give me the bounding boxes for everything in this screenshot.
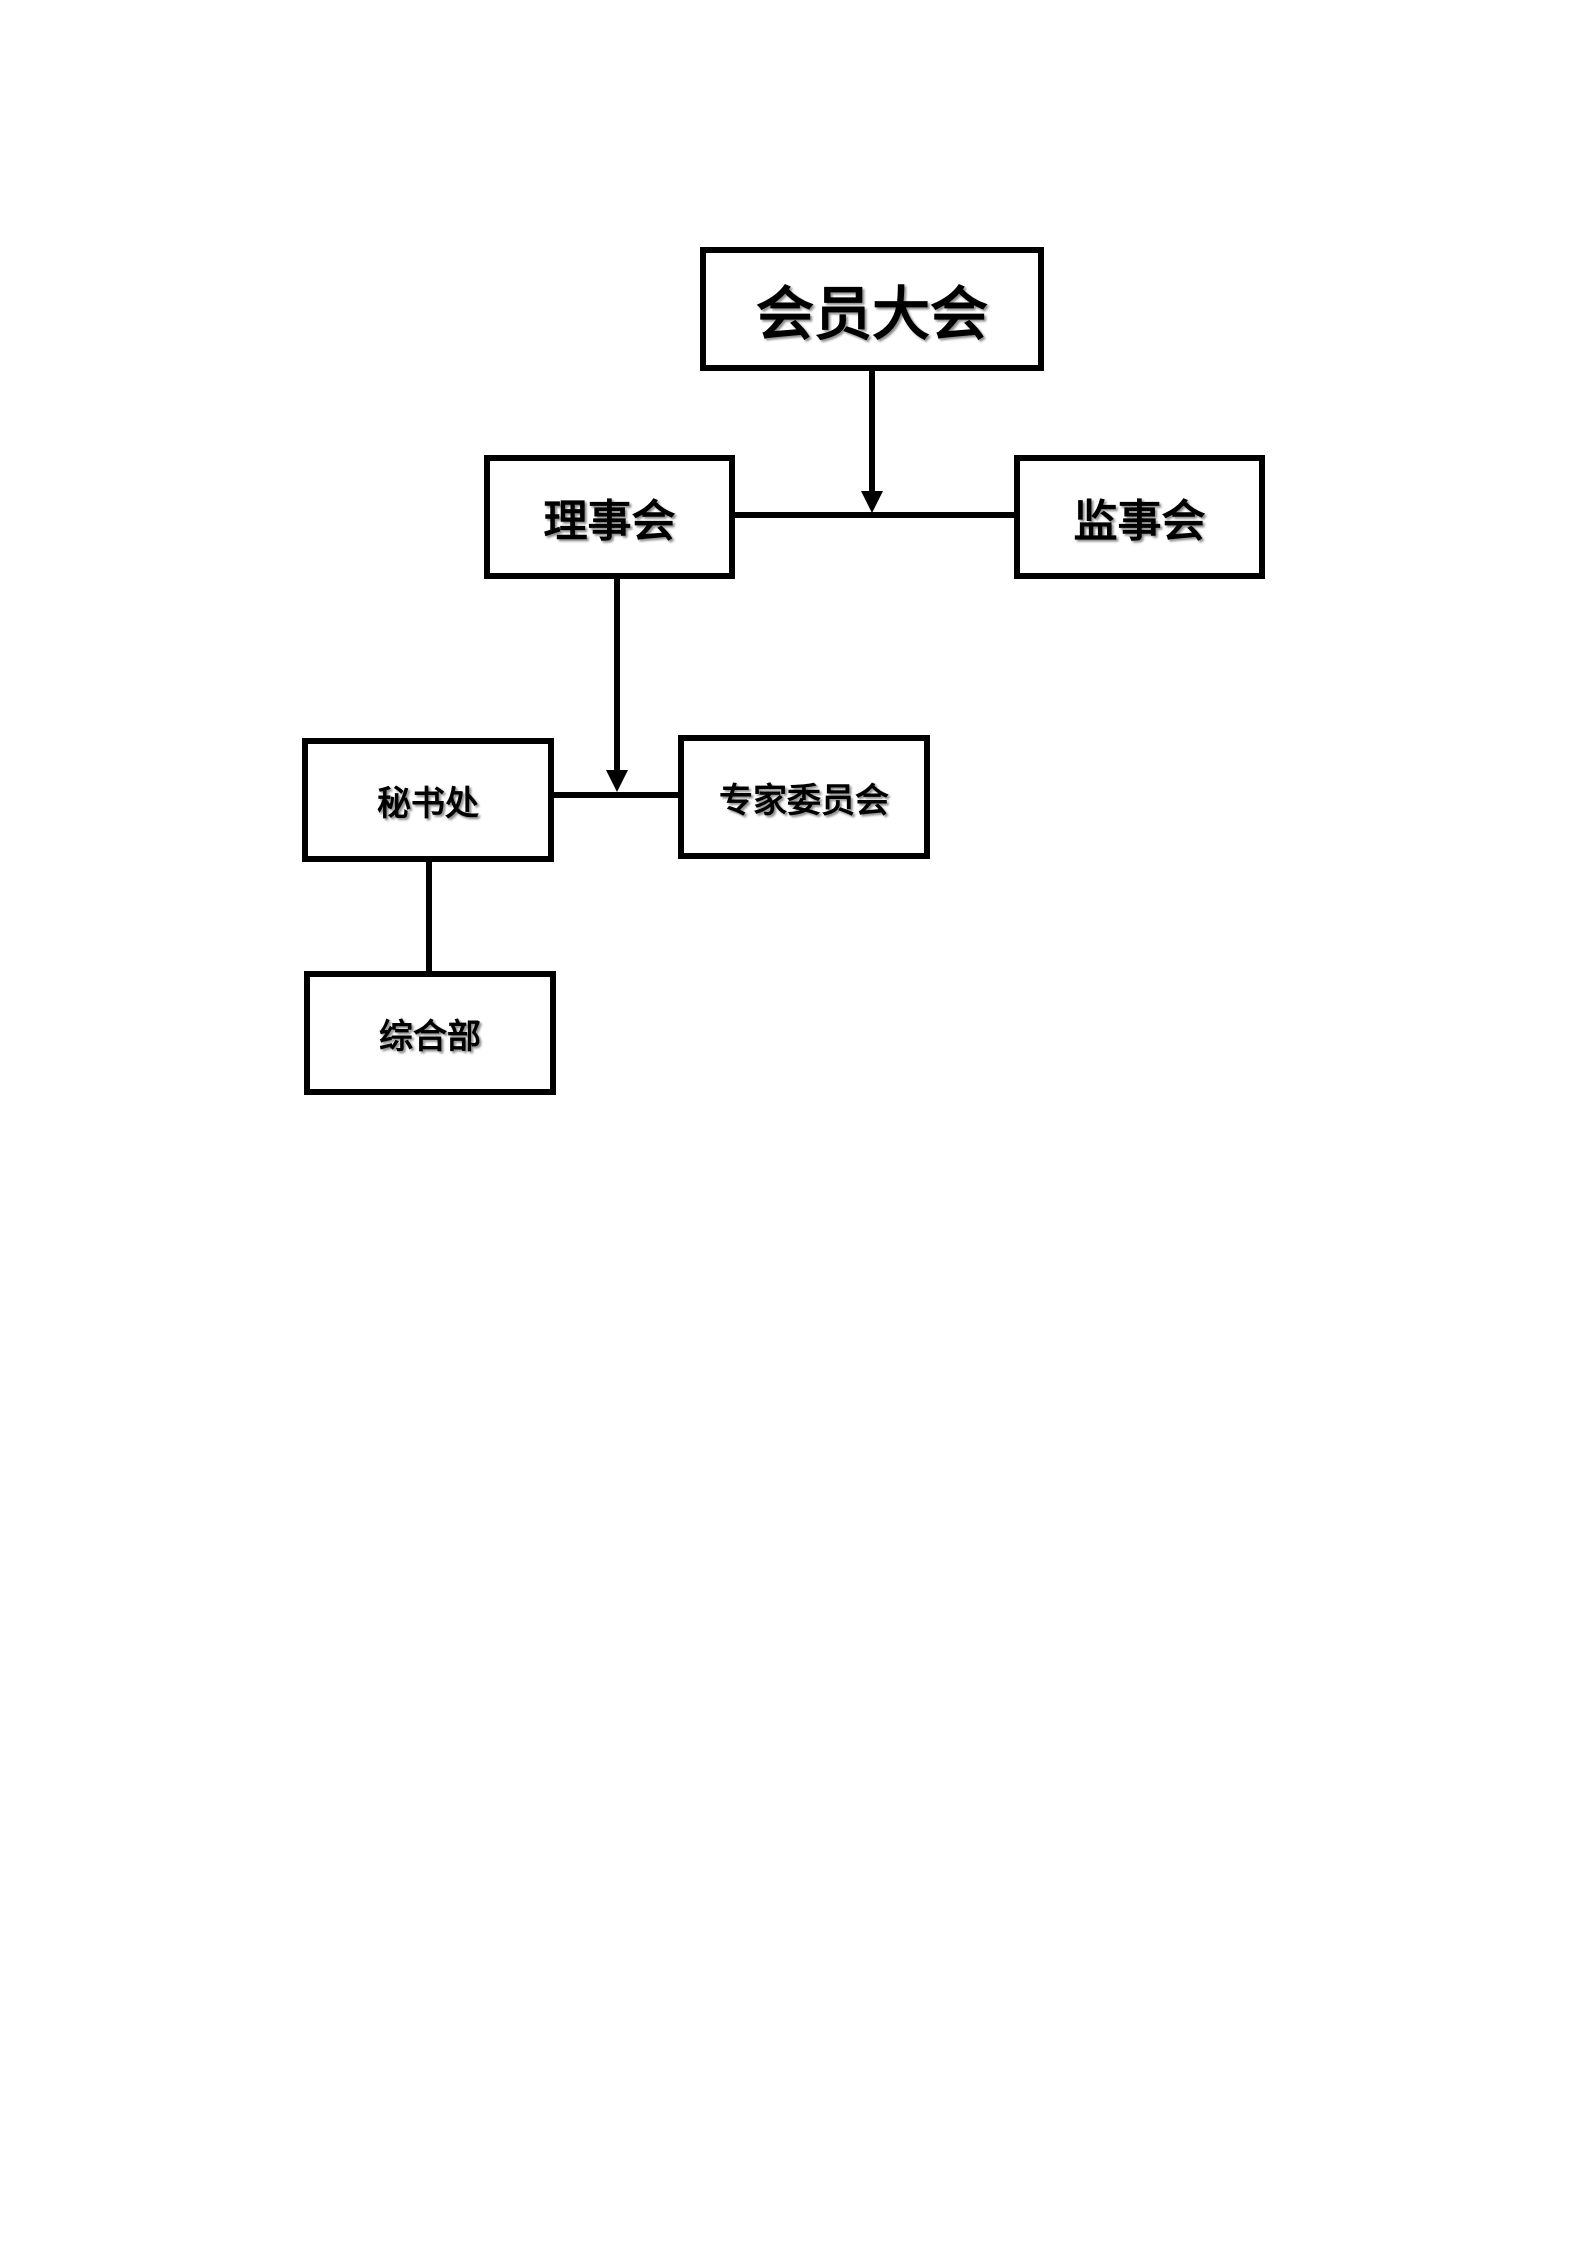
node-supervisory-board: 监事会 xyxy=(1014,455,1265,579)
node-general-department: 综合部 xyxy=(304,971,556,1095)
node-general-assembly: 会员大会 xyxy=(700,247,1044,371)
arrowhead-board xyxy=(606,770,628,792)
arrowhead-assembly xyxy=(861,491,883,513)
node-board: 理事会 xyxy=(484,455,735,579)
node-expert-committee: 专家委员会 xyxy=(678,735,930,859)
node-secretariat: 秘书处 xyxy=(302,738,554,862)
